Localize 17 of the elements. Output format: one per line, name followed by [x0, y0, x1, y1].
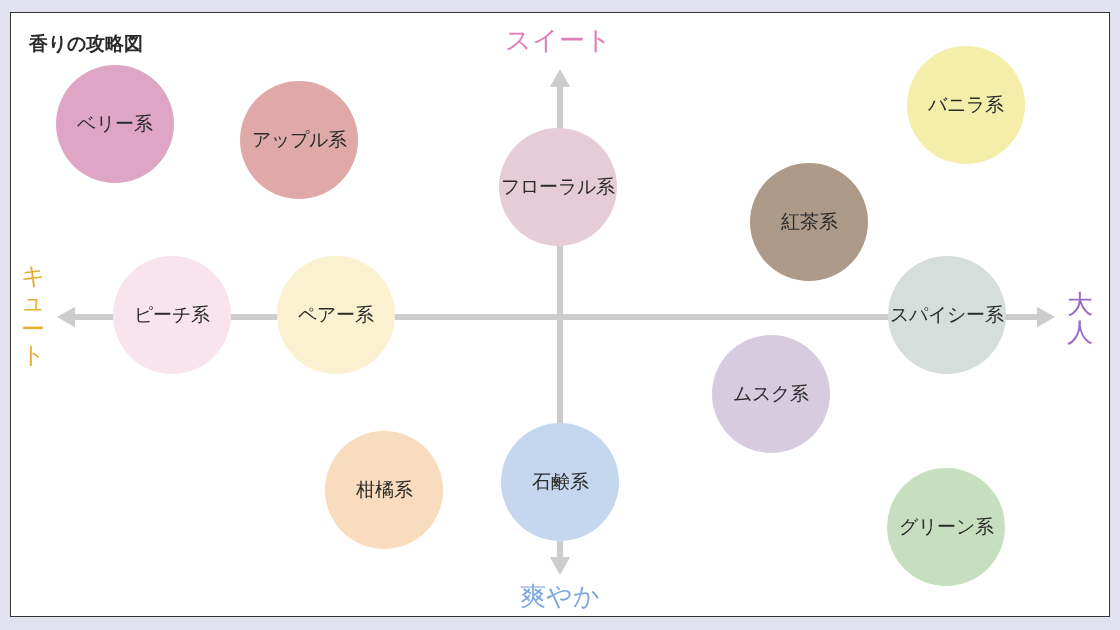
category-label: 紅茶系 — [780, 209, 838, 234]
axis-label: キュート — [21, 263, 45, 369]
axis-label: スイート — [504, 23, 612, 57]
category-label: グリーン系 — [898, 514, 994, 539]
category-label: バニラ系 — [928, 92, 1004, 117]
category-label: ベリー系 — [77, 111, 153, 136]
category-label: ピーチ系 — [134, 302, 210, 327]
category-label: スパイシー系 — [890, 302, 1004, 327]
category-label: ペアー系 — [298, 302, 374, 327]
chart-title: 香りの攻略図 — [29, 31, 143, 56]
category-label: フローラル系 — [501, 174, 615, 199]
axis-label: 大人 — [1067, 289, 1093, 347]
category-label: 柑橘系 — [355, 477, 413, 502]
category-label: アップル系 — [251, 127, 347, 152]
axis-label: 爽やか — [520, 579, 600, 613]
category-label: ムスク系 — [733, 381, 809, 406]
category-label: 石鹸系 — [531, 469, 589, 494]
